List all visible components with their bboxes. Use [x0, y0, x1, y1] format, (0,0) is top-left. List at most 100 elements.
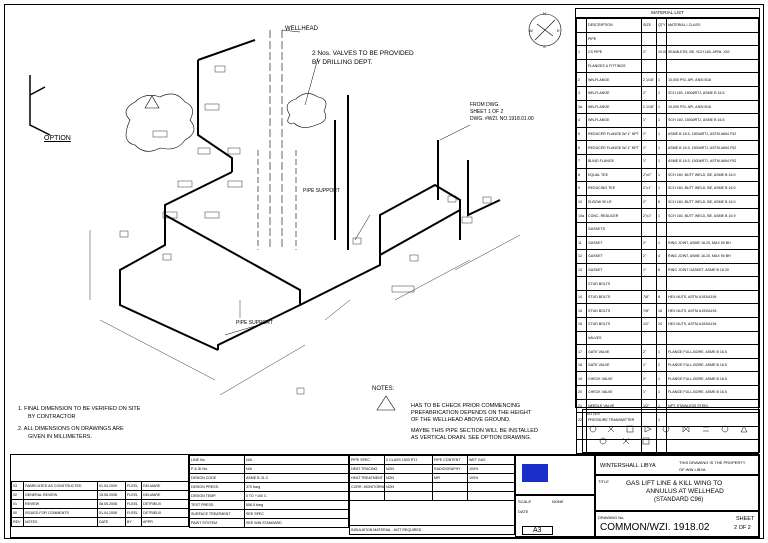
material-row-cell: FLANGES & FITTINGS	[586, 58, 642, 74]
material-row-cell: 1	[656, 385, 667, 400]
material-row: VALVES	[576, 330, 759, 346]
material-row-cell: REDUCER FLANGE W/ 1" NPT	[586, 140, 642, 155]
material-row-cell: ASME B 16.5, 1500#RTJ, ASTM A694 F52	[666, 153, 759, 169]
material-row-cell: SCH 160, BUTT WELD, BE, ASME B 16.9	[666, 181, 759, 196]
design-row-cell: DESIGN TEMP.	[189, 491, 245, 501]
revision-row-cell: GENERAL REVIEW	[23, 490, 98, 500]
material-row-cell: 6	[656, 262, 667, 278]
material-row-cell: 2	[656, 357, 667, 373]
material-row-cell: 2 1/16"	[641, 99, 657, 115]
material-row-cell: 4	[656, 249, 667, 264]
inspection-row-cell: MPI	[432, 473, 468, 483]
drawing-number: COMMON/WZI. 1918.02	[600, 522, 710, 533]
inspection-row-cell: CORR. MONITORING	[349, 482, 385, 492]
material-row-cell: 1	[656, 140, 667, 155]
title-line3: (STANDARD C96)	[654, 497, 704, 503]
material-row-cell	[576, 58, 587, 74]
material-row-cell: WN-FLANGE	[586, 99, 642, 115]
material-row-cell: 1	[656, 371, 667, 387]
design-row-cell: 0 TO +100 C	[244, 491, 349, 501]
material-row-cell	[641, 31, 657, 47]
material-row-cell: 6	[576, 140, 587, 155]
material-row-cell: 1"	[641, 357, 657, 373]
revision-row-cell: 01.04.2008	[97, 508, 126, 518]
material-row-cell: 1"	[641, 113, 657, 128]
from-dwg-line3: DWG. #WZI. NO.1918.01.00	[470, 116, 534, 122]
material-row-cell	[576, 276, 587, 291]
material-row-cell: 13	[576, 262, 587, 278]
material-row-cell: 20	[576, 385, 587, 400]
material-row-cell: STUD BOLTS	[586, 317, 642, 332]
material-row-cell: ASME B 16.5, 1500#RTJ, ASTM A694 F52	[666, 126, 759, 142]
design-row-cell: ASME B 31.3	[244, 473, 349, 483]
material-row-cell	[656, 276, 667, 291]
material-row-cell	[641, 330, 657, 346]
insulation-note: INSULATION MATERIAL : NOT REQUIRED	[349, 525, 515, 535]
material-row-cell: 2"	[641, 126, 657, 142]
material-header-cell: MATERIAL / CLASS	[666, 18, 759, 33]
scale-box: SCALE NONE DATE A3	[515, 495, 595, 537]
from-dwg-line2: SHEET 1 OF 2	[470, 109, 504, 115]
material-row-cell: STUD BOLTS	[586, 289, 642, 305]
material-row-cell: 2"	[641, 194, 657, 210]
legend-title: NOTES	[586, 411, 600, 416]
material-row-cell: GASKETS	[586, 221, 642, 237]
material-row-cell: 10,000 PSI, API, ANSI B16	[666, 72, 759, 87]
material-row-cell: 2"x1"	[641, 208, 657, 223]
revision-row-cell: FLEEL	[125, 499, 142, 509]
legend-symbols	[589, 425, 748, 445]
material-row-cell	[576, 221, 587, 237]
design-row-cell: PAINT SYSTEM	[189, 518, 245, 528]
material-row-cell: 14	[576, 289, 587, 305]
material-row-cell: 7/8"	[641, 303, 657, 319]
inspection-row	[349, 491, 515, 501]
inspection-row-cell	[467, 491, 515, 501]
material-row-cell: 1"	[641, 385, 657, 400]
valve-leader	[304, 57, 319, 106]
revision-row-cell: FABRICATED AS CONSTRUCTED	[23, 481, 98, 491]
wellhead-column	[269, 30, 283, 250]
inspection-row-cell: 0 CLASS 1500 RTJ	[384, 455, 433, 465]
inspection-row-cell	[467, 482, 515, 492]
material-row-cell: 2	[576, 72, 587, 87]
material-row-cell: PIPE	[586, 31, 642, 47]
design-row-cell: 556.5 barg	[244, 500, 349, 510]
scale-label: SCALE	[518, 499, 532, 504]
revision-row-cell: APPR	[141, 517, 189, 527]
design-row-cell: LINE No.	[189, 455, 245, 465]
revision-row-cell: 01.04.2009	[97, 481, 126, 491]
sheet-size: A3	[522, 526, 553, 535]
pipe-support-label-top: PIPE SUPPORT	[303, 188, 340, 194]
material-row-cell: 1	[656, 181, 667, 196]
material-row-cell: 1"	[641, 153, 657, 169]
design-row-cell: SEE WIN STANDARD	[244, 518, 349, 528]
material-row-cell: GASKET	[586, 249, 642, 264]
material-row-cell: 12	[576, 249, 587, 264]
material-row-cell: 1	[656, 113, 667, 128]
material-row-cell: 3a	[576, 99, 587, 115]
material-row-cell: 8	[656, 289, 667, 305]
inspection-row-cell: NON	[384, 482, 433, 492]
material-row-cell: VALVES	[586, 330, 642, 346]
material-row-cell: 10	[576, 194, 587, 210]
valve-note-line1: 2 Nos. VALVES TO BE PROVIDED	[312, 50, 414, 57]
material-row-cell: 17	[576, 344, 587, 359]
material-row-cell: HEX NUTS, ASTM A193/A194	[666, 317, 759, 332]
compass-e: E	[557, 28, 560, 33]
revision-row-cell: DELMARE	[141, 481, 189, 491]
